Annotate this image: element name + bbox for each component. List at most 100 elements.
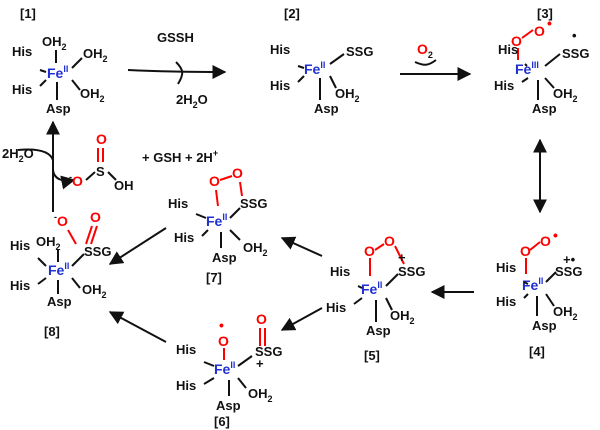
water-ligand: OH2 <box>248 386 273 404</box>
peroxo-o2: O <box>232 165 243 181</box>
his-ligand: His <box>270 78 290 93</box>
iron-center: FeII <box>48 261 69 278</box>
radical-dot: • <box>547 15 552 31</box>
iron-center: FeII <box>522 276 543 293</box>
sulfinate-oxygen: O <box>90 209 101 225</box>
water-ligand: OH2 <box>82 282 107 300</box>
species-7: O O His His FeII SSG OH2 Asp [7] <box>168 165 268 285</box>
ssg-ligand: SSG <box>346 44 373 59</box>
sulfite-oxygen-anion: -O <box>69 172 83 189</box>
water-ligand: OH2 <box>335 86 360 104</box>
arrow-5-to-7 <box>280 236 323 257</box>
species-8: -O O His His OH2 FeII SSG OH2 Asp [8] <box>10 209 111 339</box>
water-ligand: OH2 <box>83 46 108 64</box>
ssg-ligand: SSG <box>255 344 282 359</box>
asp-ligand: Asp <box>532 101 557 116</box>
his-ligand: His <box>10 278 30 293</box>
his-ligand: His <box>330 264 350 279</box>
species-label-4: [4] <box>529 344 545 359</box>
his-ligand: His <box>176 378 196 393</box>
species-6: O • O His His FeII SSG + OH2 Asp [6] <box>176 311 282 429</box>
ssg-ligand: SSG <box>562 46 589 61</box>
curved-arrow-o2 <box>414 59 437 66</box>
water-ligand: OH2 <box>36 234 61 252</box>
superoxo-o1: O <box>520 243 531 259</box>
his-ligand: His <box>168 196 188 211</box>
species-label-3: [3] <box>537 6 553 21</box>
sulfite-product: O S -O OH + GSH + 2H+ <box>69 131 218 193</box>
arrow-5-to-6 <box>280 307 323 331</box>
species-label-6: [6] <box>214 414 230 429</box>
peroxo-o1: O <box>209 173 220 189</box>
species-label-5: [5] <box>364 348 380 363</box>
his-ligand: His <box>496 294 516 309</box>
his-ligand: His <box>12 82 32 97</box>
asp-ligand: Asp <box>314 101 339 116</box>
sulfite-oxo-oxygen: O <box>96 131 107 147</box>
reagent-water-in: 2H2O <box>2 146 34 164</box>
asp-ligand: Asp <box>212 250 237 265</box>
curved-arrow-sulfite-out <box>52 169 76 190</box>
sulfonium-charge: + <box>256 356 264 371</box>
radical-dot: • <box>219 317 224 333</box>
arrow-7-to-8 <box>108 227 167 265</box>
ssg-ligand: SSG <box>84 244 111 259</box>
water-ligand: OH2 <box>80 86 105 104</box>
superoxo-o1: O <box>511 33 522 49</box>
his-ligand: His <box>496 260 516 275</box>
his-ligand: His <box>176 342 196 357</box>
his-ligand: His <box>498 42 518 57</box>
sulfur-radical-dot: • <box>572 28 577 43</box>
iron-center: FeII <box>361 280 382 297</box>
asp-ligand: Asp <box>532 318 557 333</box>
species-label-2: [2] <box>284 6 300 21</box>
superoxo-o2: O <box>540 233 551 249</box>
arrow-6-to-8 <box>108 311 167 343</box>
ssg-ligand: SSG <box>240 196 267 211</box>
sulfonium-charge: + <box>398 250 406 265</box>
iron-center: FeII <box>206 212 227 229</box>
his-ligand: His <box>326 300 346 315</box>
his-ligand: His <box>12 44 32 59</box>
iron-center: FeII <box>214 360 235 377</box>
species-5: O O His His FeII SSG + OH2 Asp [5] <box>326 233 425 363</box>
peroxo-o1: O <box>364 243 375 259</box>
species-label-7: [7] <box>206 270 222 285</box>
sulfoxide-oxygen: O <box>256 311 267 327</box>
curved-arrow-water-in <box>17 148 54 161</box>
water-ligand: OH2 <box>243 240 268 258</box>
sulfinate-oxygen-anion: -O <box>54 212 68 229</box>
ssg-ligand: SSG <box>555 264 582 279</box>
peroxo-o2: O <box>384 233 395 249</box>
water-ligand: OH2 <box>553 86 578 104</box>
water-ligand: OH2 <box>553 304 578 322</box>
iron-center: FeII <box>304 60 325 77</box>
superoxo-o2: O <box>534 23 545 39</box>
species-4: O O • His His FeII SSG +• OH2 Asp [4] <box>496 227 582 359</box>
curved-arrow-gssh <box>175 61 184 85</box>
sulfur-radical-cation: +• <box>563 252 576 267</box>
reagent-o2: O2 <box>417 41 433 60</box>
his-ligand: His <box>10 238 30 253</box>
asp-ligand: Asp <box>366 323 391 338</box>
reagent-gssh: GSSH <box>157 30 194 45</box>
water-ligand: OH2 <box>42 34 67 52</box>
his-ligand: His <box>174 230 194 245</box>
ssg-ligand: SSG <box>398 264 425 279</box>
species-label-8: [8] <box>44 324 60 339</box>
reagent-gsh-protons: + GSH + 2H+ <box>142 148 218 165</box>
sulfite-sulfur: S <box>96 164 105 179</box>
species-label-1: [1] <box>20 6 36 21</box>
reagent-water-out: 2H2O <box>176 92 208 110</box>
radical-dot: • <box>553 227 558 243</box>
species-3: [3] O • O His His FeIII SSG • OH2 Asp <box>494 6 589 116</box>
iron-center: FeII <box>47 64 68 81</box>
asp-ligand: Asp <box>47 294 72 309</box>
his-ligand: His <box>270 42 290 57</box>
sulfite-hydroxyl: OH <box>114 178 134 193</box>
asp-ligand: Asp <box>216 398 241 413</box>
water-ligand: OH2 <box>390 308 415 326</box>
iron-center: FeIII <box>515 60 539 77</box>
